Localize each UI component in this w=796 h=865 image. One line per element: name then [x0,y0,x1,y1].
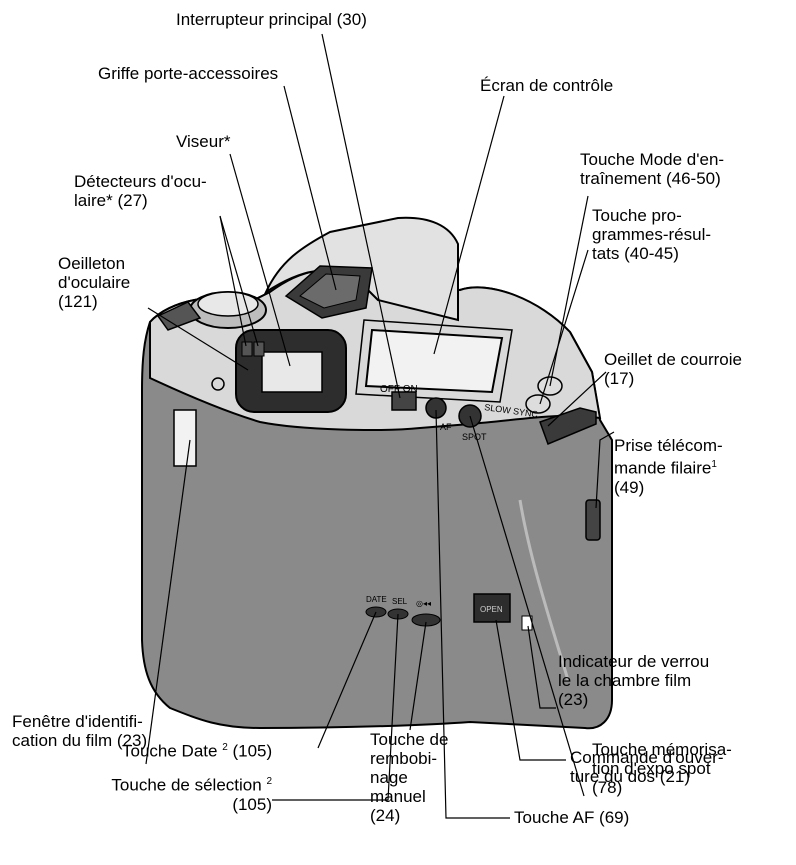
label-selection: Touche de sélection 2 (105) [52,772,272,814]
label-detecteurs: Détecteurs d'ocu- laire* (27) [74,172,207,210]
label-selection-ref: (105) [232,794,272,814]
label-viseur: Viseur* [176,132,231,151]
label-prise: Prise télécom- mande filaire1 (49) [614,436,723,497]
eyepiece-sensor-left [241,341,253,357]
label-ecran: Écran de contrôle [480,76,614,95]
label-interrupteur: Interrupteur principal (30) [176,10,367,29]
leader-selection [272,613,399,801]
sel-marking: SEL [392,597,408,606]
spot-marking: SPOT [462,432,487,442]
label-selection-text: Touche de sélection [111,775,262,795]
left-strap-lug [156,301,202,331]
hot-shoe-rail [299,273,361,309]
off-on-marking: OFF ON [380,384,418,395]
leader-memorisation [469,415,585,797]
label-memorisation: Touche mémorisa- tion d'expo spot (78) [592,740,732,797]
af-marking: AF [440,422,452,432]
leader-interrupteur [321,33,401,399]
label-oeillet: Oeillet de courroie (17) [604,350,742,388]
footnote-2b: 2 [266,776,272,787]
footnote-1: 1 [711,459,717,470]
leader-ecran [433,95,505,355]
main-switch [391,391,417,411]
label-ouverture: Commande d'ouver- ture du dos (21) [570,748,724,786]
leader-programmes [539,249,589,405]
back-release [473,593,511,623]
rewind-marking: ◎◂◂ [416,599,431,608]
leader-detecteurs-1 [219,215,247,347]
leader-detecteurs-2 [219,215,259,347]
label-oeilleton: Oeilleton d'oculaire (121) [58,254,131,311]
right-strap-eyelet [539,407,597,445]
viewfinder-window [261,351,323,393]
date-marking: DATE [366,595,387,604]
leader-viseur [229,153,291,367]
label-programmes: Touche pro- grammes-résul- tats (40-45) [592,206,712,263]
label-date-ref: (105) [232,741,273,761]
screw [211,377,225,391]
label-indicateur: Indicateur de verrou le la chambre film … [558,652,710,709]
leader-griffe [283,85,337,291]
grip-highlight [518,499,570,681]
leader-date [317,611,377,749]
leader-af [435,409,510,819]
footnote-2a: 2 [222,742,228,753]
label-prise-ref: (49) [614,477,645,497]
leader-mode [549,195,589,387]
leader-prise [595,431,615,509]
leader-ouverture [495,619,566,761]
leader-oeillet [547,371,607,427]
film-window [173,409,197,467]
program-reset-button [525,394,551,414]
lcd-panel [364,328,504,394]
label-griffe: Griffe porte-accessoires [98,64,279,83]
leader-oeilleton [147,307,249,371]
mode-dial-top [197,291,259,317]
lcd-border [355,319,513,403]
remote-socket [585,499,601,541]
label-fenetre: Fenêtre d'identifi- cation du film (23) [12,712,148,750]
leader-rembobinage [409,621,427,731]
label-af: Touche AF (69) [514,808,630,827]
leader-lines [145,33,615,819]
label-date-text: Touche Date [122,741,218,761]
open-marking: OPEN [480,605,503,614]
leader-indicateur [527,625,556,709]
label-date: Touche Date 2 (105) [122,738,272,761]
label-mode: Touche Mode d'en- traînement (46-50) [580,150,725,188]
label-rembobinage: Touche de rembobi- nage manuel (24) [370,730,449,825]
eyepiece-sensor-right [253,341,265,357]
label-prise-text: Prise télécom- mande filaire [614,436,723,478]
leader-fenetre [145,439,191,765]
